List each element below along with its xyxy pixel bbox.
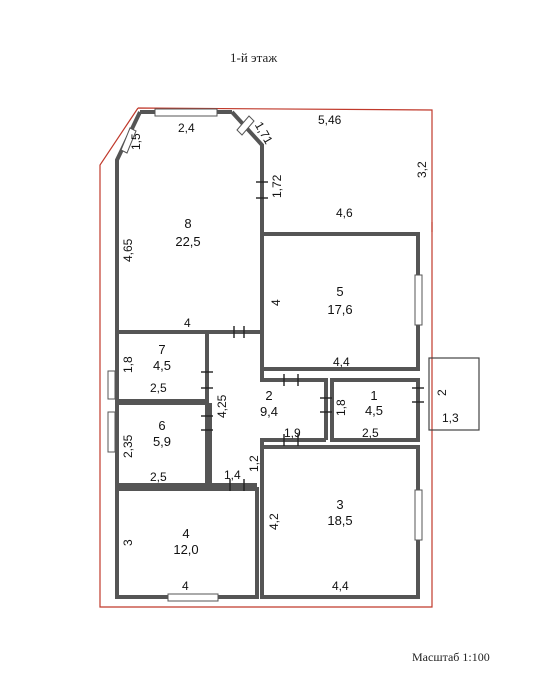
room-5-area: 17,6 <box>327 302 352 317</box>
room-3-area: 18,5 <box>327 513 352 528</box>
room-6-id: 6 <box>158 418 165 433</box>
room-1-area: 4,5 <box>365 403 383 418</box>
dim-1-71: 1,71 <box>252 119 276 147</box>
dim-2-4: 2,4 <box>178 121 195 135</box>
dim-2-5-room7: 2,5 <box>150 381 167 395</box>
dim-5-46: 5,46 <box>318 113 342 127</box>
porch <box>428 357 480 431</box>
room-labels: 8 22,5 5 17,6 7 4,5 2 9,4 1 4,5 6 5,9 3 … <box>153 216 383 557</box>
room-4-id: 4 <box>182 526 189 541</box>
dim-1-4: 1,4 <box>224 468 241 482</box>
room-6-area: 5,9 <box>153 434 171 449</box>
room-4-area: 12,0 <box>173 542 198 557</box>
dim-4-4-room5: 4,4 <box>333 355 350 369</box>
dim-2-5-room6: 2,5 <box>150 470 167 484</box>
dim-1-5: 1,5 <box>129 133 143 150</box>
dim-4-65: 4,65 <box>121 238 135 262</box>
dim-2-35: 2,35 <box>121 434 135 458</box>
dim-3: 3 <box>121 539 135 546</box>
dim-1-8-room7: 1,8 <box>121 356 135 373</box>
dim-4-4-room3: 4,4 <box>332 579 349 593</box>
dim-4-6: 4,6 <box>336 206 353 220</box>
dim-2-5-room1: 2,5 <box>362 426 379 440</box>
room-2-area: 9,4 <box>260 404 278 419</box>
room-5-id: 5 <box>336 284 343 299</box>
dim-1-2: 1,2 <box>247 455 261 472</box>
room-7-area: 4,5 <box>153 358 171 373</box>
dim-1-3: 1,3 <box>442 411 459 425</box>
dim-3-2: 3,2 <box>415 161 429 178</box>
site-outline <box>99 107 433 608</box>
dimension-labels: 2,4 1,71 5,46 1,5 3,2 1,72 4,6 4,65 4 4 … <box>121 113 459 593</box>
room-3-id: 3 <box>336 497 343 512</box>
plan-title: 1-й этаж <box>230 50 278 65</box>
dim-1-72: 1,72 <box>270 174 284 198</box>
room-2-id: 2 <box>265 388 272 403</box>
scale-label: Масштаб 1:100 <box>412 650 490 664</box>
doors <box>201 181 424 491</box>
room-7-id: 7 <box>158 342 165 357</box>
windows <box>107 108 423 602</box>
room-1-id: 1 <box>370 388 377 403</box>
dim-1-8-room1: 1,8 <box>334 399 348 416</box>
dim-1-9: 1,9 <box>284 426 301 440</box>
dim-4-room5: 4 <box>269 299 283 306</box>
room-8-area: 22,5 <box>175 234 200 249</box>
dim-4-25: 4,25 <box>215 394 229 418</box>
room-8-id: 8 <box>184 216 191 231</box>
dim-4-room4: 4 <box>182 579 189 593</box>
dim-2-porch: 2 <box>435 389 449 396</box>
dim-4-room8: 4 <box>184 316 191 330</box>
dim-4-2: 4,2 <box>267 513 281 530</box>
